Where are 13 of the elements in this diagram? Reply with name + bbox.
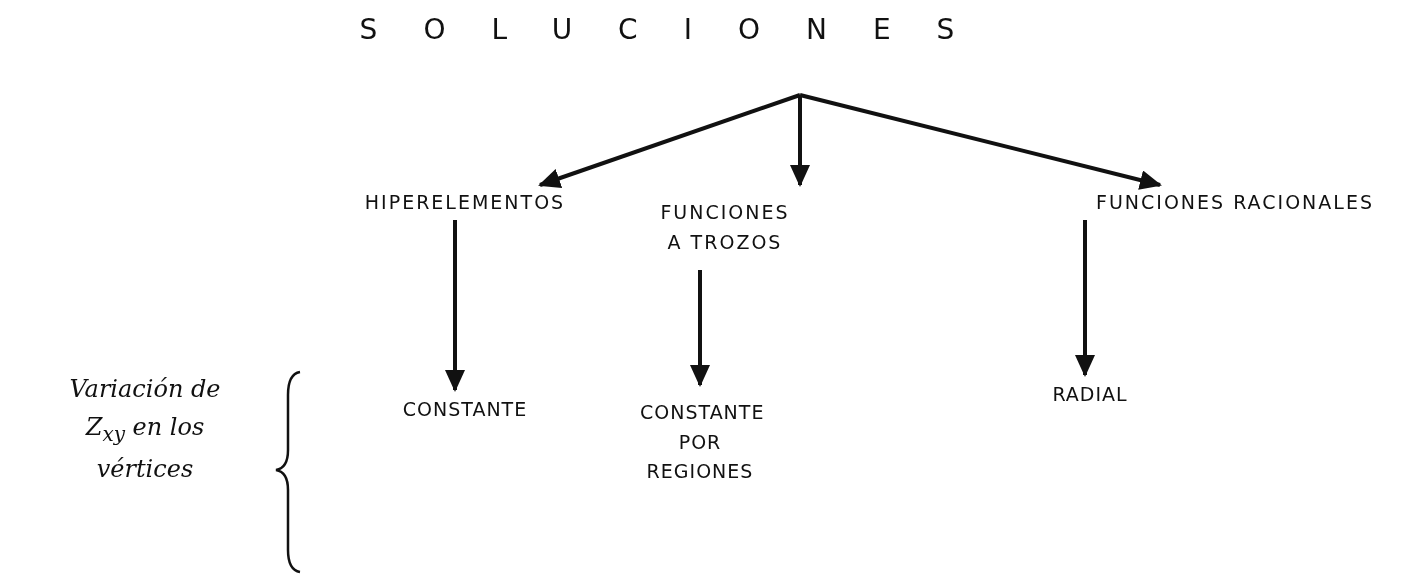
node-label: FUNCIONES A TROZOS xyxy=(660,200,790,255)
heading: SOLUCIONES xyxy=(359,12,1001,48)
arrow xyxy=(1075,220,1095,377)
node-label: HIPERELEMENTOS xyxy=(364,189,566,215)
arrow xyxy=(445,220,465,392)
node-label: FUNCIONES RACIONALES xyxy=(1096,189,1374,215)
node-label: RADIAL xyxy=(1052,382,1128,408)
arrow xyxy=(790,95,810,187)
arrow xyxy=(799,93,1162,190)
side-note: Variación de Z$_{xy}$ en los vértices xyxy=(68,374,222,486)
arrow xyxy=(538,93,801,188)
node-label: CONSTANTE xyxy=(402,397,528,423)
arrow xyxy=(690,270,710,387)
